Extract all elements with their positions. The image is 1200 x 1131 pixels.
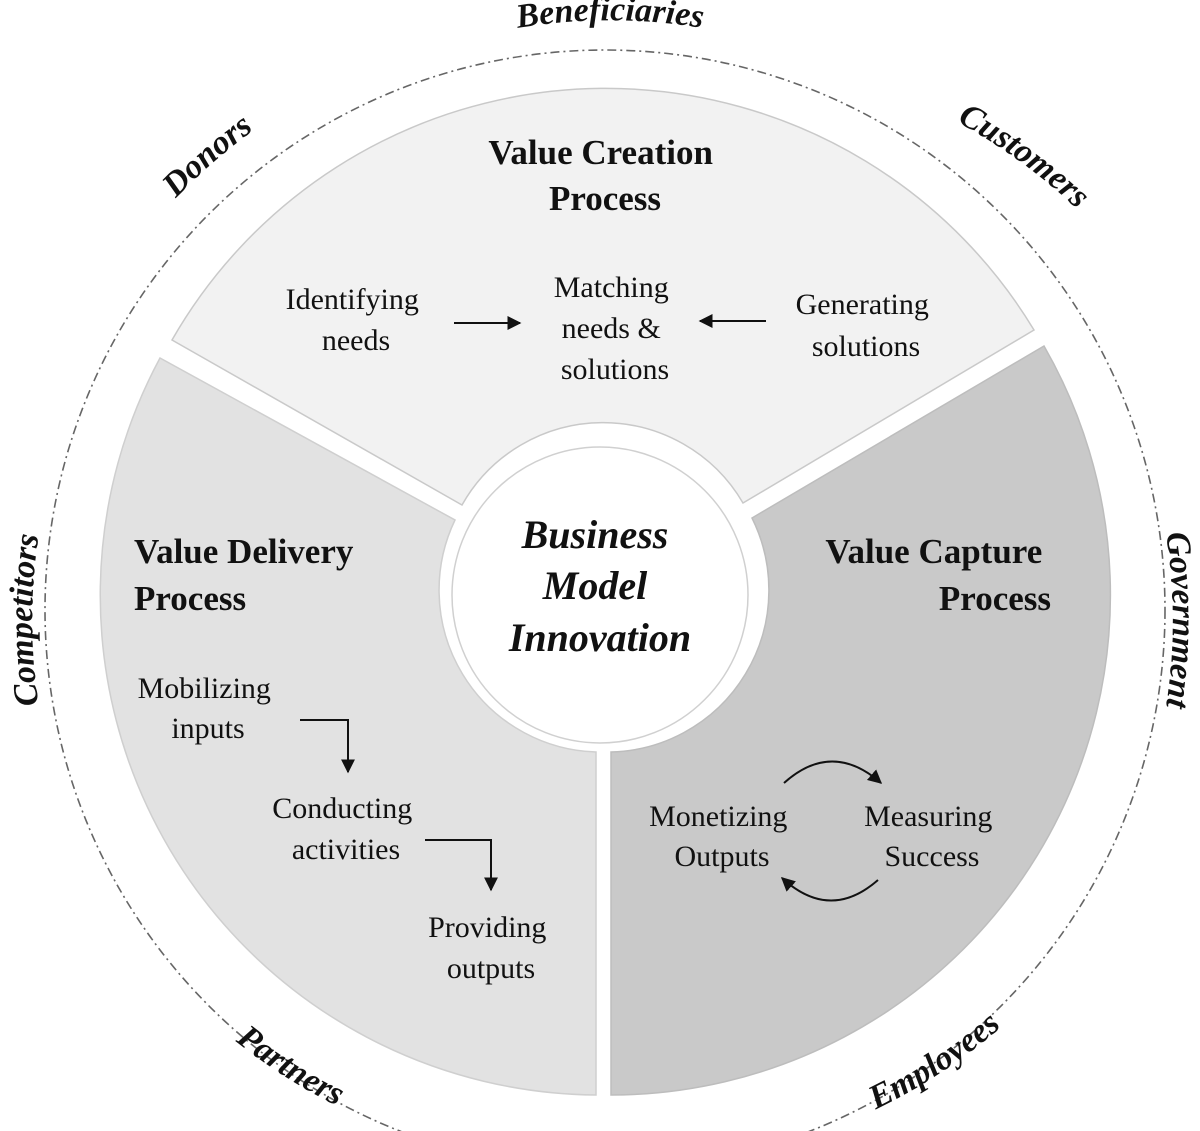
stakeholder-ring (44, 49, 1166, 1131)
monetizing-outputs-line-1: Monetizing (649, 800, 787, 833)
value-delivery-title-line-1: Value Delivery (134, 532, 354, 571)
value-capture-title-line-2: Process (939, 579, 1051, 618)
conducting-activities-line-1: Conducting (272, 792, 412, 825)
mobilizing-inputs-line-1: Mobilizing (138, 672, 271, 705)
conducting-activities-line-2: activities (292, 833, 400, 866)
value-creation-title-line-1: Value Creation (488, 133, 713, 172)
stakeholder-competitors: Competitors (3, 531, 46, 708)
center-title: Business Model Innovation (508, 512, 691, 660)
arrow-mobilizing-to-conducting (300, 719, 355, 774)
value-delivery-title: Value Delivery Process (134, 532, 362, 618)
measuring-success-label: Measuring Success (864, 800, 1000, 873)
identifying-needs-label: Identifying needs (286, 283, 427, 357)
stakeholder-customers: Customers (953, 96, 1097, 215)
value-creation-segment (170, 87, 1036, 507)
generating-solutions-line-2: solutions (812, 330, 920, 363)
value-capture-title: Value Capture Process (825, 532, 1051, 618)
providing-outputs-label: Providing outputs (428, 911, 554, 985)
center-title-line-2: Model (542, 563, 648, 608)
arrow-conducting-to-providing (425, 839, 498, 892)
matching-needs-line-3: solutions (561, 353, 669, 386)
measuring-success-line-1: Measuring (864, 800, 992, 833)
generating-solutions-line-1: Generating (796, 288, 929, 321)
monetizing-outputs-line-2: Outputs (674, 840, 769, 873)
generating-solutions-label: Generating solutions (796, 288, 937, 363)
stakeholder-government: Government (1158, 530, 1200, 713)
monetizing-outputs-label: Monetizing Outputs (649, 800, 795, 873)
stakeholder-partners: Partners (230, 1017, 351, 1113)
matching-needs-line-2: needs & (562, 312, 661, 345)
mobilizing-inputs-line-2: inputs (171, 712, 244, 745)
stakeholder-donors: Donors (154, 107, 258, 205)
stakeholder-beneficiaries: Beneficiaries (513, 0, 707, 36)
matching-needs-line-1: Matching (554, 271, 669, 304)
center-title-line-1: Business (521, 512, 669, 557)
value-capture-segment (610, 344, 1112, 1096)
identifying-needs-line-2: needs (322, 324, 390, 357)
measuring-success-line-2: Success (885, 840, 980, 873)
value-creation-title: Value Creation Process (488, 133, 721, 218)
value-delivery-title-line-2: Process (134, 579, 246, 618)
providing-outputs-line-1: Providing (428, 911, 546, 944)
mobilizing-inputs-label: Mobilizing inputs (138, 672, 279, 745)
stakeholder-employees: Employees (862, 1005, 1007, 1118)
arrow-measuring-to-monetizing (780, 877, 879, 902)
center-title-line-3: Innovation (508, 615, 691, 660)
center-circle (451, 446, 749, 744)
value-capture-title-line-1: Value Capture (825, 532, 1042, 571)
value-creation-title-line-2: Process (549, 179, 661, 218)
conducting-activities-label: Conducting activities (272, 792, 420, 866)
arrow-monetizing-to-measuring (783, 760, 883, 784)
matching-needs-label: Matching needs & solutions (554, 271, 676, 386)
providing-outputs-line-2: outputs (447, 952, 535, 985)
identifying-needs-line-1: Identifying (286, 283, 419, 316)
